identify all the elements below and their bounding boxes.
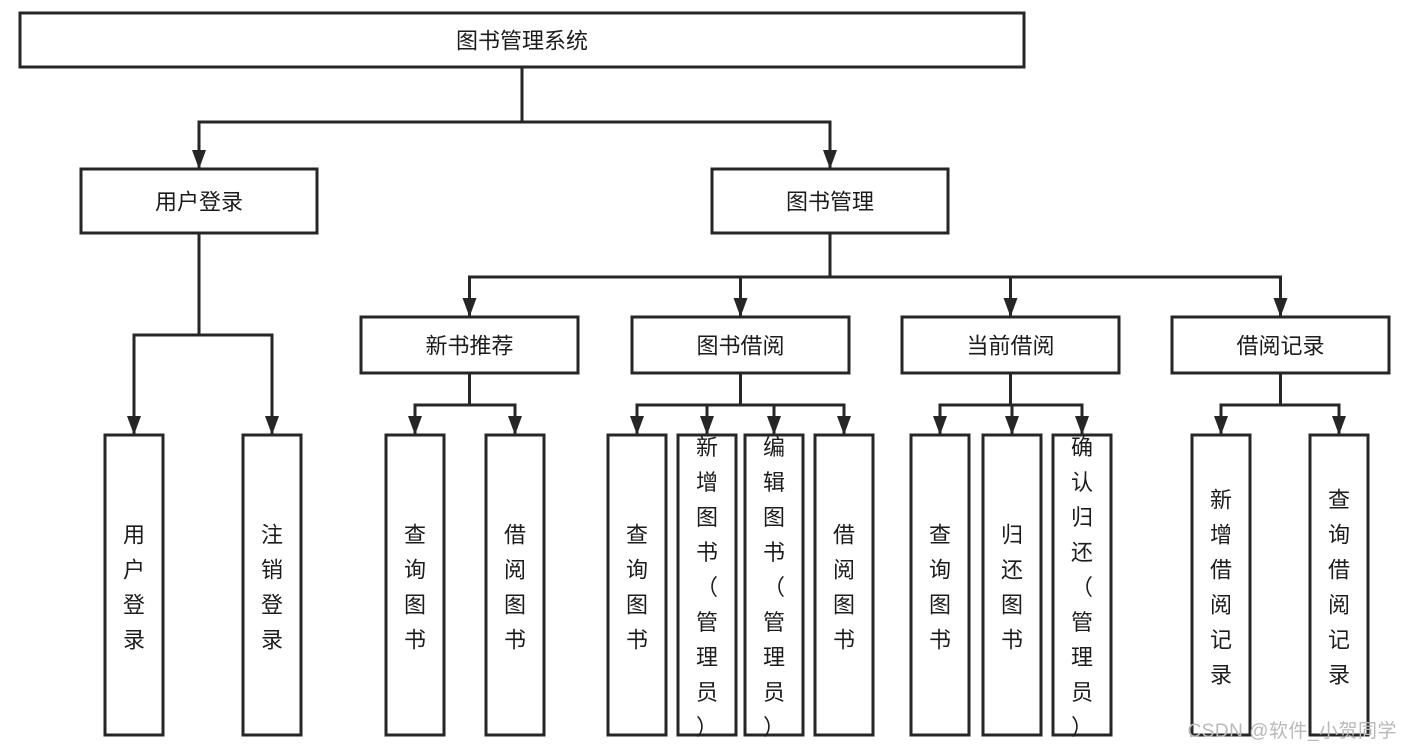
node-leaf_br_add[interactable]: 新增借阅记录 — [1190, 433, 1252, 737]
arrow-head-icon — [127, 416, 141, 435]
node-box-leaf_br_add — [1190, 433, 1252, 737]
node-box-root — [18, 11, 1026, 69]
node-label-leaf_br_query: 查询借阅记录 — [1328, 487, 1350, 687]
arrow-head-icon — [508, 416, 522, 435]
node-label-leaf_bb_query: 查询图书 — [626, 522, 648, 652]
node-box-current_borrow — [900, 315, 1121, 375]
node-label-leaf_bb_edit: 编辑图书（管理员） — [763, 435, 785, 740]
node-label-leaf_bb_borrow: 借阅图书 — [833, 522, 855, 652]
node-user_login[interactable]: 用户登录 — [79, 167, 319, 235]
arrow-head-icon — [733, 298, 748, 317]
node-box-new_book_rec — [359, 315, 580, 375]
arrow-head-icon — [1075, 416, 1089, 435]
node-box-book_manage — [710, 167, 950, 235]
arrow-head-icon — [1005, 416, 1019, 435]
node-book_borrow[interactable]: 图书借阅 — [630, 315, 851, 375]
node-box-leaf_bb_query — [606, 433, 668, 737]
arrow-head-icon — [823, 150, 837, 169]
node-box-leaf_bb_edit — [743, 433, 805, 737]
node-label-leaf_rec_query: 查询图书 — [404, 522, 426, 652]
node-label-book_borrow: 图书借阅 — [696, 334, 784, 359]
node-leaf_user_logout[interactable]: 注销登录 — [241, 433, 303, 737]
node-box-borrow_record — [1170, 315, 1391, 375]
node-label-leaf_bb_add: 新增图书（管理员） — [696, 435, 718, 740]
node-book_manage[interactable]: 图书管理 — [710, 167, 950, 235]
node-leaf_rec_query[interactable]: 查询图书 — [384, 433, 446, 737]
node-label-leaf_user_logout: 注销登录 — [261, 522, 283, 652]
node-label-user_login: 用户登录 — [155, 190, 243, 215]
node-leaf_user_login[interactable]: 用户登录 — [103, 433, 165, 737]
node-box-user_login — [79, 167, 319, 235]
node-label-leaf_br_add: 新增借阅记录 — [1210, 487, 1232, 687]
node-label-leaf_rec_borrow: 借阅图书 — [504, 522, 526, 652]
node-new_book_rec[interactable]: 新书推荐 — [359, 315, 580, 375]
node-leaf_bb_add[interactable]: 新增图书（管理员） — [676, 433, 738, 740]
node-leaf_rec_borrow[interactable]: 借阅图书 — [484, 433, 546, 737]
node-label-leaf_user_login: 用户登录 — [123, 522, 145, 652]
node-box-leaf_br_query — [1308, 433, 1370, 737]
node-borrow_record[interactable]: 借阅记录 — [1170, 315, 1391, 375]
node-current_borrow[interactable]: 当前借阅 — [900, 315, 1121, 375]
arrow-head-icon — [767, 416, 781, 435]
arrow-head-icon — [1332, 416, 1346, 435]
node-box-leaf_bb_add — [676, 433, 738, 737]
arrow-head-icon — [1273, 298, 1288, 317]
arrow-head-icon — [837, 416, 851, 435]
node-leaf_cb_return[interactable]: 归还图书 — [981, 433, 1043, 737]
node-box-book_borrow — [630, 315, 851, 375]
arrow-head-icon — [462, 298, 477, 317]
arrow-head-icon — [933, 416, 947, 435]
node-label-root: 图书管理系统 — [456, 29, 588, 54]
node-box-leaf_cb_return — [981, 433, 1043, 737]
node-leaf_cb_query[interactable]: 查询图书 — [909, 433, 971, 737]
node-label-leaf_cb_query: 查询图书 — [929, 522, 951, 652]
node-root[interactable]: 图书管理系统 — [18, 11, 1026, 69]
node-box-leaf_bb_borrow — [813, 433, 875, 737]
node-box-leaf_user_logout — [241, 433, 303, 737]
node-box-leaf_user_login — [103, 433, 165, 737]
arrow-head-icon — [1214, 416, 1228, 435]
arrow-head-icon — [1003, 298, 1018, 317]
arrow-head-icon — [265, 416, 279, 435]
arrow-head-icon — [192, 150, 206, 169]
node-box-leaf_rec_borrow — [484, 433, 546, 737]
arrow-head-icon — [408, 416, 422, 435]
node-box-leaf_cb_confirm — [1051, 433, 1113, 737]
node-label-leaf_cb_confirm: 确认归还（管理员） — [1071, 435, 1093, 740]
node-leaf_cb_confirm[interactable]: 确认归还（管理员） — [1051, 433, 1113, 740]
node-label-book_manage: 图书管理 — [786, 190, 874, 215]
arrow-head-icon — [700, 416, 714, 435]
arrow-head-icon — [630, 416, 644, 435]
node-leaf_bb_edit[interactable]: 编辑图书（管理员） — [743, 433, 805, 740]
node-label-leaf_cb_return: 归还图书 — [1001, 522, 1023, 652]
node-label-borrow_record: 借阅记录 — [1236, 334, 1324, 359]
node-leaf_bb_query[interactable]: 查询图书 — [606, 433, 668, 737]
node-label-new_book_rec: 新书推荐 — [425, 334, 513, 359]
node-leaf_br_query[interactable]: 查询借阅记录 — [1308, 433, 1370, 737]
node-leaf_bb_borrow[interactable]: 借阅图书 — [813, 433, 875, 737]
node-box-leaf_rec_query — [384, 433, 446, 737]
node-box-leaf_cb_query — [909, 433, 971, 737]
node-label-current_borrow: 当前借阅 — [966, 334, 1054, 359]
nodes-layer: 图书管理系统用户登录图书管理新书推荐图书借阅当前借阅借阅记录用户登录注销登录查询… — [18, 11, 1391, 740]
connectors-layer — [127, 65, 1346, 437]
